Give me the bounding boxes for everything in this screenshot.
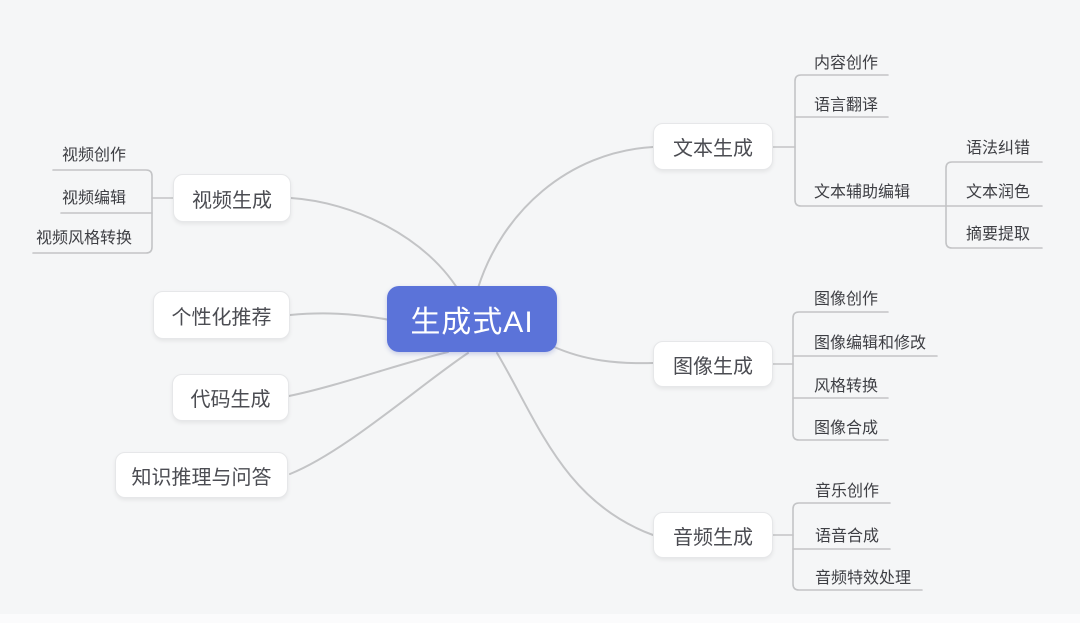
connector-root-to-knowledge-qa: [289, 352, 469, 475]
leaf-grammar-correction[interactable]: 语法纠错: [966, 140, 1031, 157]
bracket-video-generation: [32, 169, 153, 254]
connector-root-to-audio-generation: [496, 352, 654, 536]
leaf-audio-effects-processing[interactable]: 音频特效处理: [815, 570, 912, 587]
leaf-summary-extraction[interactable]: 摘要提取: [966, 226, 1031, 243]
leaf-image-editing-modification[interactable]: 图像编辑和修改: [814, 335, 927, 352]
leaf-speech-synthesis[interactable]: 语音合成: [815, 528, 880, 545]
connector-root-to-image-generation: [551, 345, 654, 365]
bracket-audio-generation: [792, 502, 923, 591]
connector-root-to-text-generation: [477, 146, 654, 289]
node-video-generation[interactable]: 视频生成: [173, 174, 291, 222]
bracket-text-generation: [794, 74, 947, 207]
bottom-strip: [0, 614, 1080, 623]
node-personalized-recommendation[interactable]: 个性化推荐: [153, 291, 290, 339]
leaf-image-creation[interactable]: 图像创作: [814, 291, 879, 308]
bracket-image-generation: [792, 311, 889, 441]
root-node-generative-ai[interactable]: 生成式AI: [387, 286, 557, 352]
leaf-video-style-transfer[interactable]: 视频风格转换: [36, 230, 133, 247]
node-code-generation[interactable]: 代码生成: [172, 374, 289, 421]
leaf-image-synthesis[interactable]: 图像合成: [814, 420, 879, 437]
leaf-text-polishing[interactable]: 文本润色: [966, 184, 1031, 201]
connector-root-to-personalized-recommendation: [289, 312, 391, 321]
node-text-generation[interactable]: 文本生成: [653, 123, 773, 170]
leaf-style-transfer[interactable]: 风格转换: [814, 378, 879, 395]
leaf-content-creation[interactable]: 内容创作: [814, 55, 879, 72]
leaf-music-creation[interactable]: 音乐创作: [815, 483, 880, 500]
leaf-language-translation[interactable]: 语言翻译: [814, 97, 879, 114]
leaf-video-editing[interactable]: 视频编辑: [62, 190, 127, 207]
node-knowledge-reasoning-qa[interactable]: 知识推理与问答: [115, 452, 288, 498]
node-image-generation[interactable]: 图像生成: [653, 341, 773, 387]
node-audio-generation[interactable]: 音频生成: [653, 512, 773, 558]
connector-root-to-code-generation: [288, 351, 449, 397]
leaf-video-creation[interactable]: 视频创作: [62, 147, 127, 164]
connector-root-to-video-generation: [290, 197, 463, 297]
leaf-text-assisted-editing[interactable]: 文本辅助编辑: [814, 184, 911, 201]
bracket-text-assisted-editing: [945, 161, 1043, 249]
